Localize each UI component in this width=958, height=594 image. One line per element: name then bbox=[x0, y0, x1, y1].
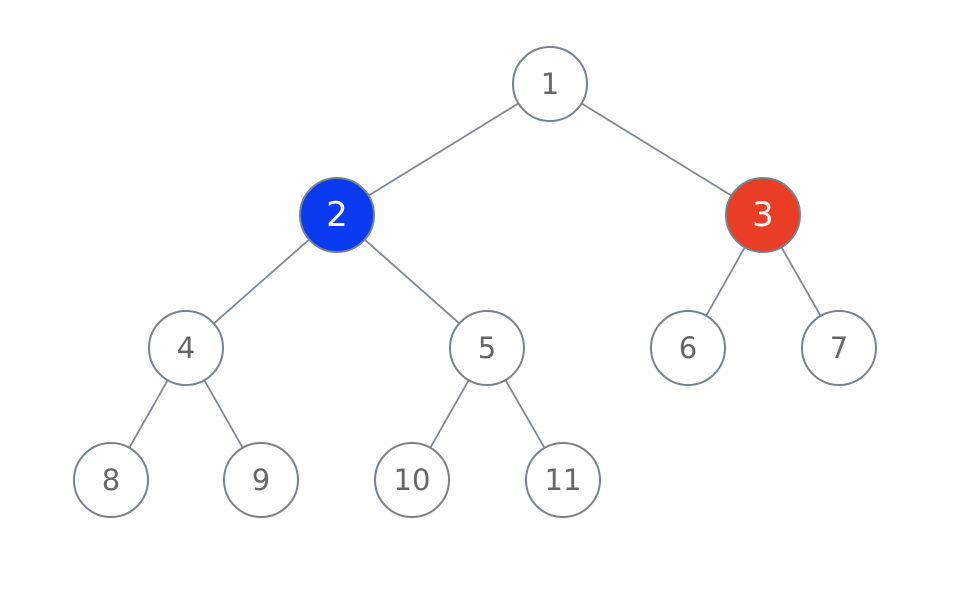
node-label-2: 2 bbox=[326, 195, 348, 235]
node-circle-4 bbox=[148, 310, 224, 386]
edge-4-9 bbox=[203, 379, 244, 449]
node-label-3: 3 bbox=[752, 195, 774, 235]
node-circle-9 bbox=[223, 442, 299, 518]
tree-node-3: 3 bbox=[725, 177, 801, 253]
node-circle-7 bbox=[801, 310, 877, 386]
node-label-6: 6 bbox=[679, 331, 697, 365]
node-label-1: 1 bbox=[541, 67, 559, 101]
node-label-7: 7 bbox=[830, 331, 848, 365]
edge-4-8 bbox=[128, 379, 169, 449]
tree-node-7: 7 bbox=[801, 310, 877, 386]
node-circle-1 bbox=[512, 46, 588, 122]
edge-5-10 bbox=[429, 379, 470, 449]
edge-2-5 bbox=[364, 238, 460, 325]
edge-5-11 bbox=[504, 379, 546, 449]
node-label-8: 8 bbox=[102, 463, 120, 497]
tree-node-8: 8 bbox=[73, 442, 149, 518]
tree-node-11: 11 bbox=[525, 442, 601, 518]
node-circle-3 bbox=[725, 177, 801, 253]
node-label-11: 11 bbox=[545, 463, 582, 497]
tree-node-10: 10 bbox=[374, 442, 450, 518]
tree-node-6: 6 bbox=[650, 310, 726, 386]
tree-nodes: 1 2 3 4 5 6 7 8 9 10 11 bbox=[73, 46, 877, 518]
node-label-5: 5 bbox=[478, 331, 496, 365]
tree-node-5: 5 bbox=[449, 310, 525, 386]
node-label-4: 4 bbox=[177, 331, 195, 365]
node-circle-5 bbox=[449, 310, 525, 386]
tree-node-1: 1 bbox=[512, 46, 588, 122]
tree-node-4: 4 bbox=[148, 310, 224, 386]
edge-2-4 bbox=[213, 238, 310, 325]
edge-3-7 bbox=[780, 246, 822, 317]
edge-1-2 bbox=[368, 102, 519, 197]
node-label-9: 9 bbox=[252, 463, 270, 497]
edge-1-3 bbox=[581, 102, 732, 197]
node-circle-2 bbox=[299, 177, 375, 253]
edge-3-6 bbox=[705, 246, 746, 317]
tree-node-9: 9 bbox=[223, 442, 299, 518]
tree-node-2: 2 bbox=[299, 177, 375, 253]
node-circle-10 bbox=[374, 442, 450, 518]
tree-edges bbox=[128, 102, 822, 449]
node-label-10: 10 bbox=[394, 463, 431, 497]
node-circle-6 bbox=[650, 310, 726, 386]
node-circle-8 bbox=[73, 442, 149, 518]
node-circle-11 bbox=[525, 442, 601, 518]
